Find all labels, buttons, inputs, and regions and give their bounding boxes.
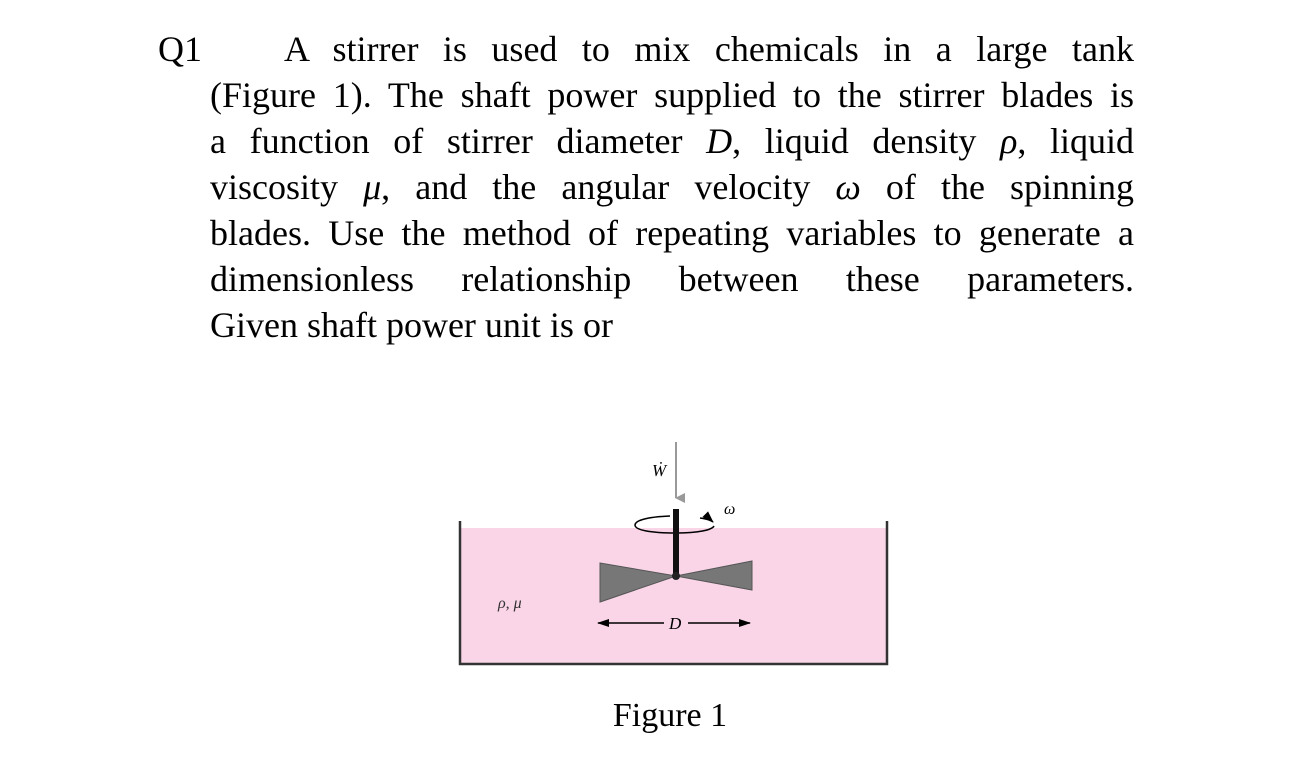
question-text: A stirrer is used to mix chemicals in a … xyxy=(210,26,1134,348)
rotation-ellipse-back xyxy=(634,515,715,534)
diameter-label: D xyxy=(668,614,682,633)
blade-hub xyxy=(672,572,680,580)
question-line-3: a function of stirrer diameter D, liquid… xyxy=(210,121,1135,161)
question-line-6: dimensionless relationship between these… xyxy=(210,259,1134,299)
var-diameter: D xyxy=(706,121,733,161)
var-viscosity: μ xyxy=(363,167,382,207)
question-line-4: viscosity μ, and the angular velocity ω … xyxy=(210,167,1135,207)
var-angular-velocity: ω xyxy=(835,167,861,207)
tank-walls xyxy=(458,521,889,666)
question-line-2: (Figure 1). The shaft power supplied to … xyxy=(210,75,1134,115)
omega-label: ω xyxy=(724,501,735,518)
shaft xyxy=(673,509,679,579)
rotation-arrow xyxy=(699,511,714,523)
figure-caption: Figure 1 xyxy=(612,697,728,734)
question-line-5: blades. Use the method of repeating vari… xyxy=(210,213,1134,253)
var-density: ρ xyxy=(1000,121,1018,161)
question-line-1: A stirrer is used to mix chemicals in a … xyxy=(284,29,1134,69)
power-label: Ẇ xyxy=(652,461,668,480)
question-line-7: Given shaft power unit is or xyxy=(210,305,613,345)
fluid-label: ρ, μ xyxy=(497,595,522,612)
stirrer-diagram: Ẇ ω ρ, μ D xyxy=(458,442,889,666)
stirrer-tank-figure: Ẇ ω ρ, μ D xyxy=(440,430,910,675)
question-number: Q1 xyxy=(158,29,202,69)
